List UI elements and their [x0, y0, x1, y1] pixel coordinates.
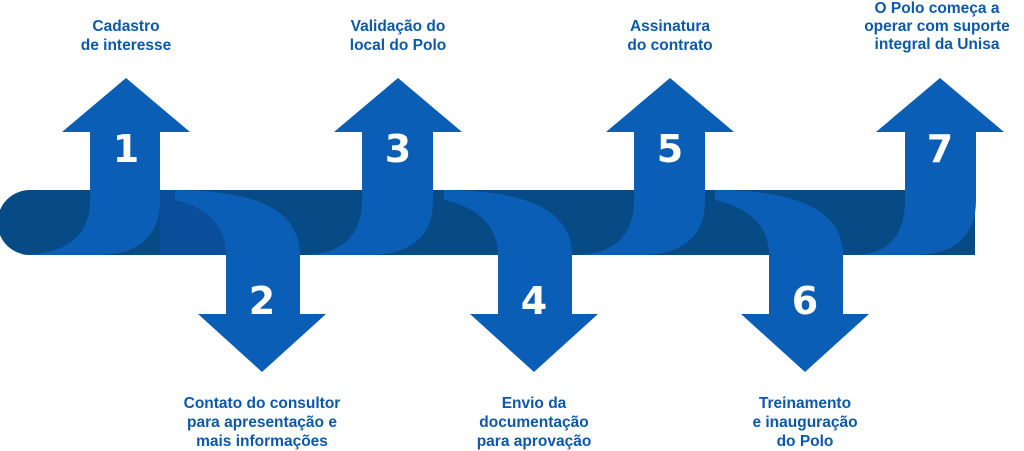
step-number-1: 1 [113, 127, 139, 171]
step-4-line-2: documentação [479, 414, 589, 431]
step-3-line-2: local do Polo [349, 37, 447, 54]
step-number-2: 2 [249, 279, 275, 323]
step-label-4: Envio da documentação para aprovação [459, 394, 609, 451]
step-label-2: Contato do consultor para apresentação e… [162, 394, 362, 451]
step-6-line-1: Treinamento [758, 395, 852, 412]
step-2-line-2: para apresentação e [187, 414, 337, 431]
step-number-5: 5 [657, 127, 683, 171]
step-7-line-2: operar com suporte [864, 18, 1010, 35]
step-number-6: 6 [792, 279, 818, 323]
step-label-6: Treinamento e inauguração do Polo [735, 394, 875, 451]
step-6-line-2: e inauguração [752, 414, 858, 431]
down-arrow-2 [175, 190, 326, 372]
step-7-line-3: integral da Unisa [874, 36, 1000, 53]
down-arrow-6 [715, 190, 869, 372]
step-3-line-1: Validação do [350, 18, 446, 35]
up-arrow-7 [852, 78, 1004, 255]
step-number-4: 4 [521, 279, 547, 323]
step-number-3: 3 [385, 127, 411, 171]
down-arrow-4 [444, 190, 598, 372]
step-2-line-3: mais informações [196, 433, 328, 450]
step-label-1: Cadastro de interesse [66, 17, 186, 55]
step-1-line-2: de interesse [80, 37, 172, 54]
step-4-line-3: para aprovação [476, 433, 592, 450]
step-7-line-1: O Polo começa a [874, 0, 1000, 17]
step-label-7: O Polo começa a operar com suporte integ… [851, 0, 1023, 54]
step-2-line-1: Contato do consultor [183, 395, 341, 412]
step-number-7: 7 [927, 127, 953, 171]
step-4-line-1: Envio da [501, 395, 567, 412]
step-6-line-3: do Polo [776, 433, 834, 450]
up-arrow-5 [572, 78, 734, 255]
step-label-3: Validação do local do Polo [328, 17, 468, 55]
up-arrow-1 [18, 78, 190, 255]
up-arrow-3 [300, 78, 462, 255]
step-5-line-2: do contrato [627, 37, 713, 54]
step-1-line-1: Cadastro [92, 18, 160, 35]
step-5-line-1: Assinatura [629, 18, 711, 35]
step-label-5: Assinatura do contrato [600, 17, 740, 55]
